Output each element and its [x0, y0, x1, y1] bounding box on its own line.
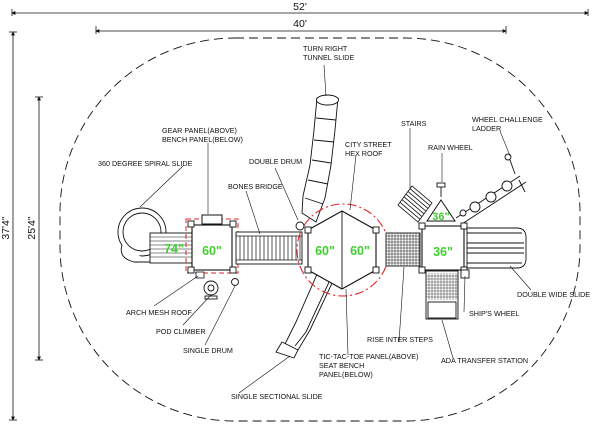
single-sectional-slide [275, 271, 335, 359]
label-rise-inter-steps: RISE INTER STEPS [367, 335, 433, 344]
bones-bridge [235, 231, 303, 265]
label-arch-mesh-roof: ARCH MESH ROOF [126, 308, 192, 317]
label-pod-climber: POD CLIMBER [156, 327, 206, 336]
double-wide-slide [466, 227, 527, 269]
deck-right-upper [426, 199, 456, 222]
deck-left-posts [187, 220, 237, 274]
label-stairs: STAIRS [401, 119, 427, 128]
single-drum [231, 278, 239, 286]
inner-height-dimension: 25'4" [26, 216, 38, 240]
label-spiral-slide: 360 DEGREE SPIRAL SLIDE [98, 159, 193, 168]
deck-left-height: 60" [202, 244, 222, 258]
label-ships-wheel: SHIP'S WHEEL [469, 309, 520, 318]
arch-mesh-roof-post [195, 271, 205, 279]
stairs [397, 185, 433, 223]
safety-zone-boundary [59, 37, 581, 422]
rise-inter-steps [385, 232, 421, 267]
outer-width-dimension: 52' [293, 1, 307, 13]
deck-right-upper-height: 36" [432, 211, 449, 223]
dimension-lines [9, 9, 589, 421]
outer-height-dimension: 37'4" [0, 216, 12, 240]
label-double-wide-slide: DOUBLE WIDE SLIDE [517, 290, 590, 299]
label-ada-transfer-station: ADA TRANSFER STATION [441, 356, 528, 365]
deck-right [421, 225, 465, 271]
hex-deck-posts [304, 226, 380, 274]
deck-left [191, 224, 233, 271]
label-single-sectional-slide: SINGLE SECTIONAL SLIDE [231, 392, 323, 401]
label-bones-bridge: BONES BRIDGE [228, 182, 283, 191]
double-drum [295, 221, 305, 231]
label-double-drum: DOUBLE DRUM [249, 157, 302, 166]
label-rain-wheel: RAIN WHEEL [428, 143, 473, 152]
leader-lines [139, 64, 532, 394]
gear-panel [201, 214, 223, 225]
label-single-drum: SINGLE DRUM [183, 346, 233, 355]
label-gear-bench-panel: GEAR PANEL(ABOVE)BENCH PANEL(BELOW) [162, 126, 243, 144]
pod-climber [203, 280, 219, 300]
spiral-deck-height: 74" [164, 242, 184, 256]
deck-center-right-height: 60" [350, 244, 370, 258]
inner-width-dimension: 40' [293, 18, 307, 30]
deck-right-height: 36" [433, 245, 453, 259]
wheel-challenge-ladder [455, 153, 527, 225]
deck-center-left-height: 60" [315, 244, 335, 258]
rain-wheel [436, 182, 446, 197]
turn-right-tunnel-slide [301, 94, 339, 223]
spiral-deck [149, 232, 193, 264]
ada-transfer-station [425, 270, 459, 320]
